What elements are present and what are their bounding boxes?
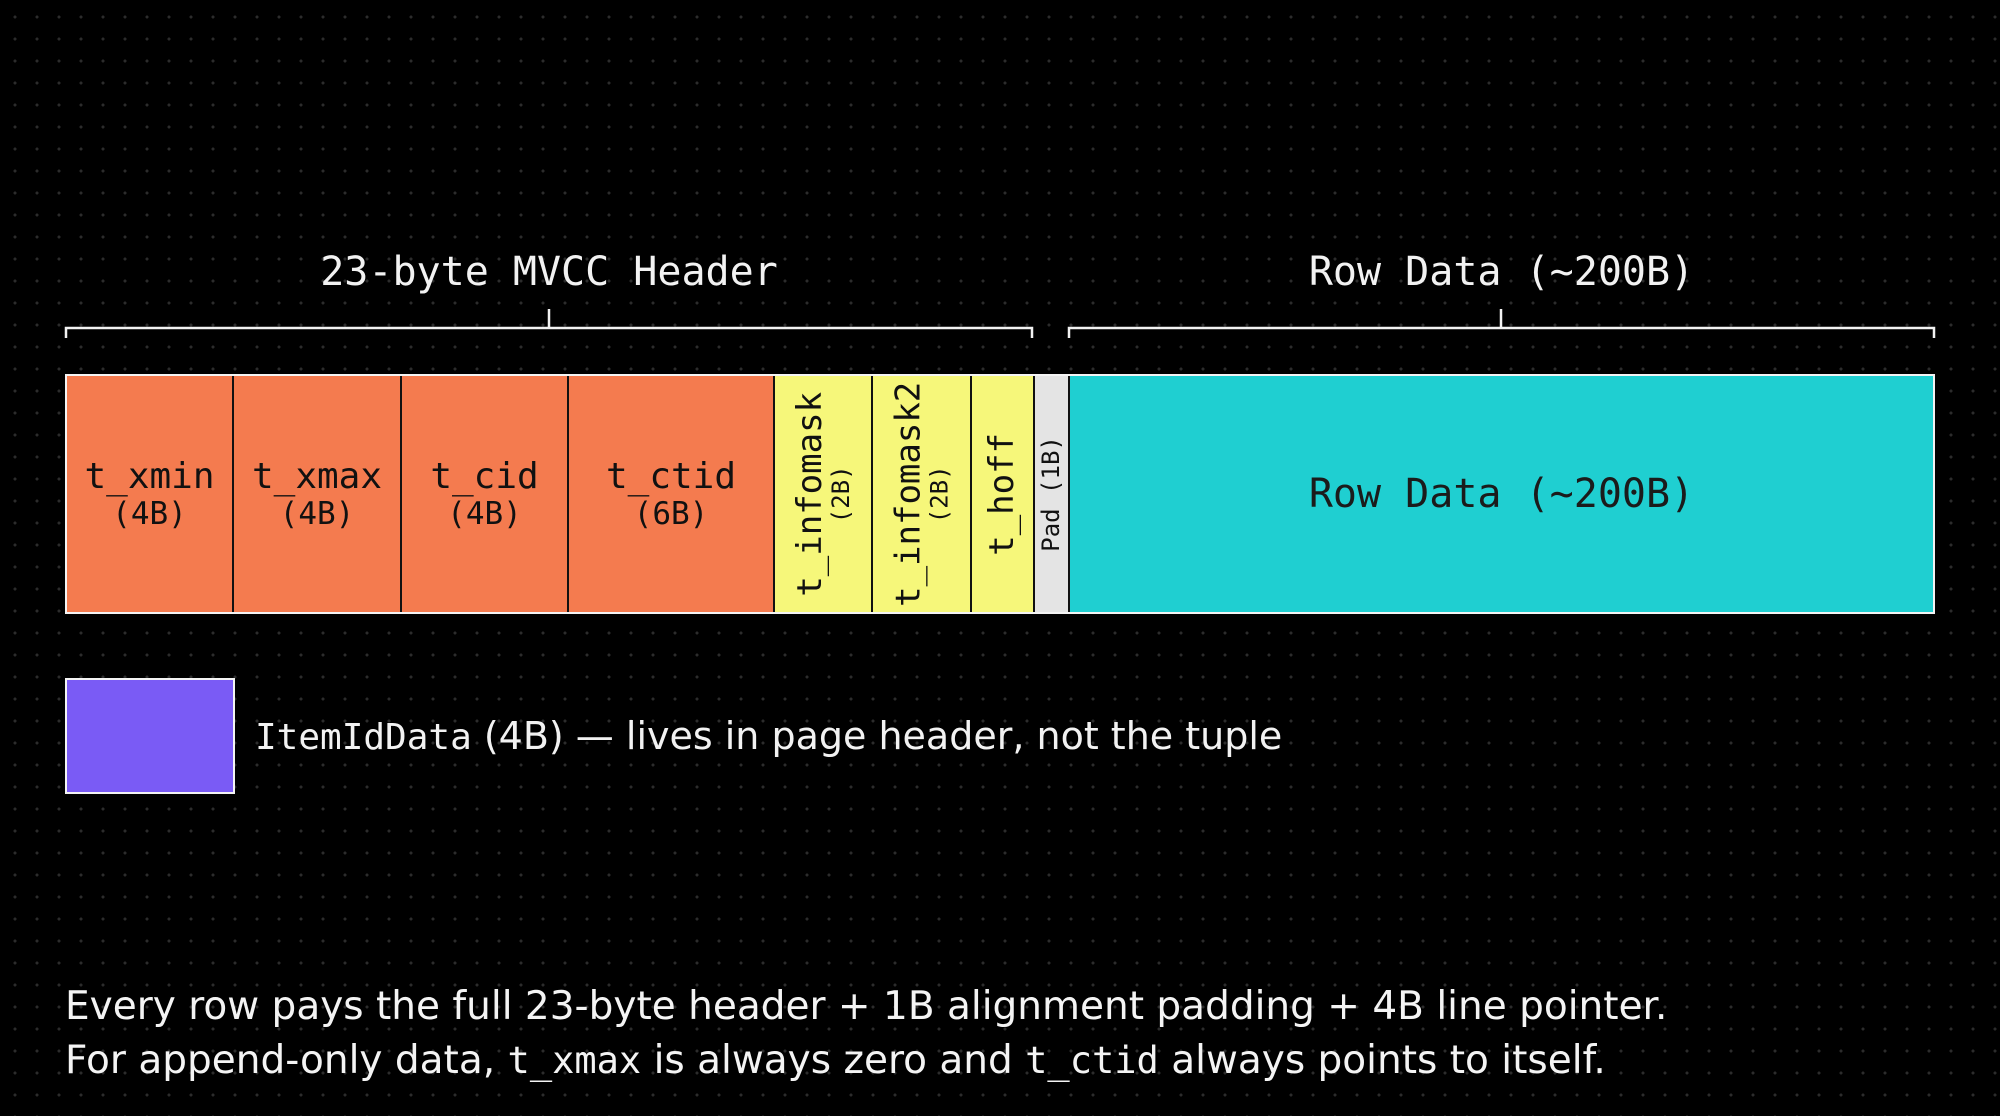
segment-name: t_cid [430, 456, 539, 498]
row-data-group-label: Row Data (~200B) [1308, 249, 1695, 295]
footer-caption: Every row pays the full 23-byte header +… [65, 980, 1667, 1088]
footer-code-t-ctid: t_ctid [1025, 1039, 1159, 1082]
segment-name: t_infomask [789, 391, 830, 597]
segment-t-infomask2: t_infomask2 (2B) [873, 376, 972, 612]
legend-code: ItemIdData [255, 717, 472, 758]
segment-t-xmin: t_xmin (4B) [67, 376, 234, 612]
segment-t-ctid: t_ctid (6B) [569, 376, 775, 612]
segment-size: (4B) [279, 495, 355, 532]
segment-size: (2B) [826, 465, 855, 523]
legend-text: ItemIdData (4B) — lives in page header, … [255, 706, 1282, 766]
footer-code-t-xmax: t_xmax [507, 1039, 642, 1082]
segment-padding: Pad (1B) [1035, 376, 1070, 612]
segment-name: t_hoff [982, 432, 1023, 556]
segment-name: Pad (1B) [1036, 436, 1065, 552]
segment-name: t_ctid [605, 456, 737, 498]
segment-name: t_infomask2 [888, 381, 929, 607]
segment-t-xmax: t_xmax (4B) [234, 376, 402, 612]
footer-text: is always zero and [641, 1038, 1026, 1083]
legend-swatch-itemiddata [65, 678, 235, 794]
legend-description: (4B) — lives in page header, not the tup… [471, 714, 1283, 758]
footer-line-2: For append-only data, t_xmax is always z… [65, 1034, 1667, 1088]
segment-size: (2B) [924, 465, 953, 523]
header-group-label: 23-byte MVCC Header [320, 249, 778, 295]
segment-size: (4B) [112, 495, 187, 532]
row-data-group-brace [1067, 306, 1936, 348]
segment-name: t_xmin [84, 456, 215, 498]
segment-row-data: Row Data (~200B) [1070, 376, 1933, 612]
header-group-brace [64, 306, 1034, 348]
segment-t-cid: t_cid (4B) [402, 376, 569, 612]
footer-line-1: Every row pays the full 23-byte header +… [65, 984, 1668, 1029]
segment-name: t_xmax [251, 456, 383, 498]
tuple-layout-bar: t_xmin (4B) t_xmax (4B) t_cid (4B) t_cti… [65, 374, 1935, 614]
footer-text: For append-only data, [65, 1038, 508, 1083]
footer-text: always points to itself. [1158, 1038, 1606, 1083]
segment-name: Row Data (~200B) [1308, 471, 1695, 517]
segment-size: (6B) [633, 495, 709, 532]
segment-t-infomask: t_infomask (2B) [775, 376, 873, 612]
segment-t-hoff: t_hoff [972, 376, 1035, 612]
segment-size: (4B) [447, 495, 522, 532]
